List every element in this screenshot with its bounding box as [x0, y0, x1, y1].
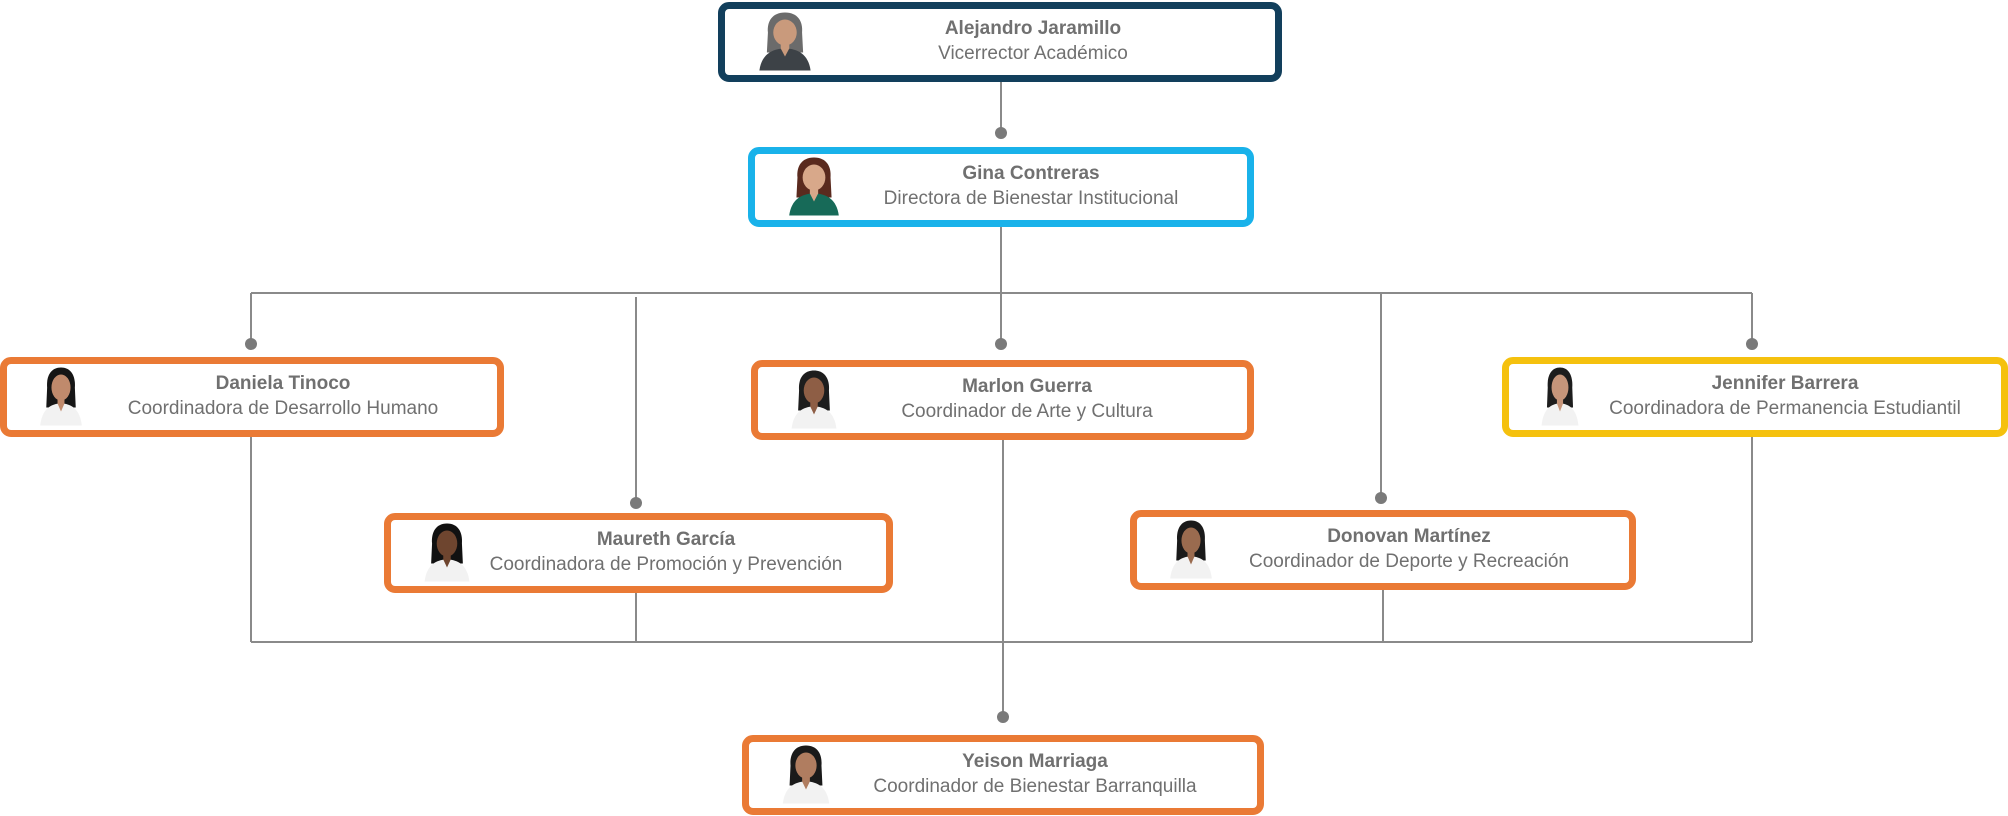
label-gina: Gina Contreras Directora de Bienestar In… [825, 162, 1237, 212]
avatar-daniela [40, 367, 82, 426]
label-maureth: Maureth García Coordinadora de Promoción… [456, 528, 876, 578]
avatar-gina [789, 157, 839, 216]
label-jennifer: Jennifer Barrera Coordinadora de Permane… [1579, 372, 1991, 422]
photo-gina [783, 154, 845, 221]
node-daniela: Daniela Tinoco Coordinadora de Desarroll… [0, 357, 504, 437]
person-name: Yeison Marriaga [962, 751, 1108, 772]
avatar-donovan [1170, 520, 1212, 579]
node-maureth: Maureth García Coordinadora de Promoción… [384, 513, 893, 593]
person-name: Alejandro Jaramillo [944, 18, 1122, 39]
label-donovan: Donovan Martínez Coordinador de Deporte … [1199, 525, 1619, 575]
avatar-yeison [782, 745, 830, 804]
connector-dot-gina [995, 127, 1007, 139]
avatar-marlon [791, 370, 837, 429]
connector-dot-yeison [997, 711, 1009, 723]
person-role: Vicerrector Académico [938, 43, 1128, 64]
label-daniela: Daniela Tinoco Coordinadora de Desarroll… [79, 372, 487, 422]
node-jennifer: Jennifer Barrera Coordinadora de Permane… [1502, 357, 2008, 437]
person-role: Coordinadora de Permanencia Estudiantil [1609, 398, 1961, 419]
node-yeison: Yeison Marriaga Coordinador de Bienestar… [742, 735, 1264, 815]
connector-dot-maureth [630, 497, 642, 509]
label-marlon: Marlon Guerra Coordinador de Arte y Cult… [817, 375, 1237, 425]
avatar-alejandro [759, 12, 811, 71]
photo-maureth [419, 520, 475, 587]
node-gina: Gina Contreras Directora de Bienestar In… [748, 147, 1254, 227]
label-alejandro: Alejandro Jaramillo Vicerrector Académic… [801, 17, 1265, 67]
photo-marlon [786, 367, 842, 434]
photo-yeison [777, 742, 835, 809]
connector-dot-daniela [245, 338, 257, 350]
person-role: Coordinador de Arte y Cultura [901, 401, 1153, 422]
node-marlon: Marlon Guerra Coordinador de Arte y Cult… [751, 360, 1254, 440]
person-name: Jennifer Barrera [1711, 373, 1859, 394]
person-role: Coordinadora de Desarrollo Humano [127, 398, 439, 419]
person-name: Daniela Tinoco [215, 373, 351, 394]
person-role: Directora de Bienestar Institucional [883, 188, 1179, 209]
person-name: Donovan Martínez [1327, 526, 1491, 547]
person-name: Gina Contreras [962, 163, 1100, 184]
photo-donovan [1165, 517, 1217, 584]
photo-daniela [35, 364, 87, 431]
avatar-maureth [424, 523, 470, 582]
connector-dot-donovan [1375, 492, 1387, 504]
connector-dot-marlon [995, 338, 1007, 350]
node-donovan: Donovan Martínez Coordinador de Deporte … [1130, 510, 1636, 590]
label-yeison: Yeison Marriaga Coordinador de Bienestar… [823, 750, 1247, 800]
photo-jennifer [1537, 364, 1583, 431]
person-name: Marlon Guerra [962, 376, 1092, 397]
connector-dot-jennifer [1746, 338, 1758, 350]
photo-alejandro [753, 9, 817, 76]
avatar-jennifer [1541, 367, 1579, 426]
person-name: Maureth García [596, 529, 736, 550]
person-role: Coordinador de Deporte y Recreación [1248, 551, 1569, 572]
person-role: Coordinador de Bienestar Barranquilla [873, 776, 1197, 797]
person-role: Coordinadora de Promoción y Prevención [489, 554, 843, 575]
node-alejandro: Alejandro Jaramillo Vicerrector Académic… [718, 2, 1282, 82]
